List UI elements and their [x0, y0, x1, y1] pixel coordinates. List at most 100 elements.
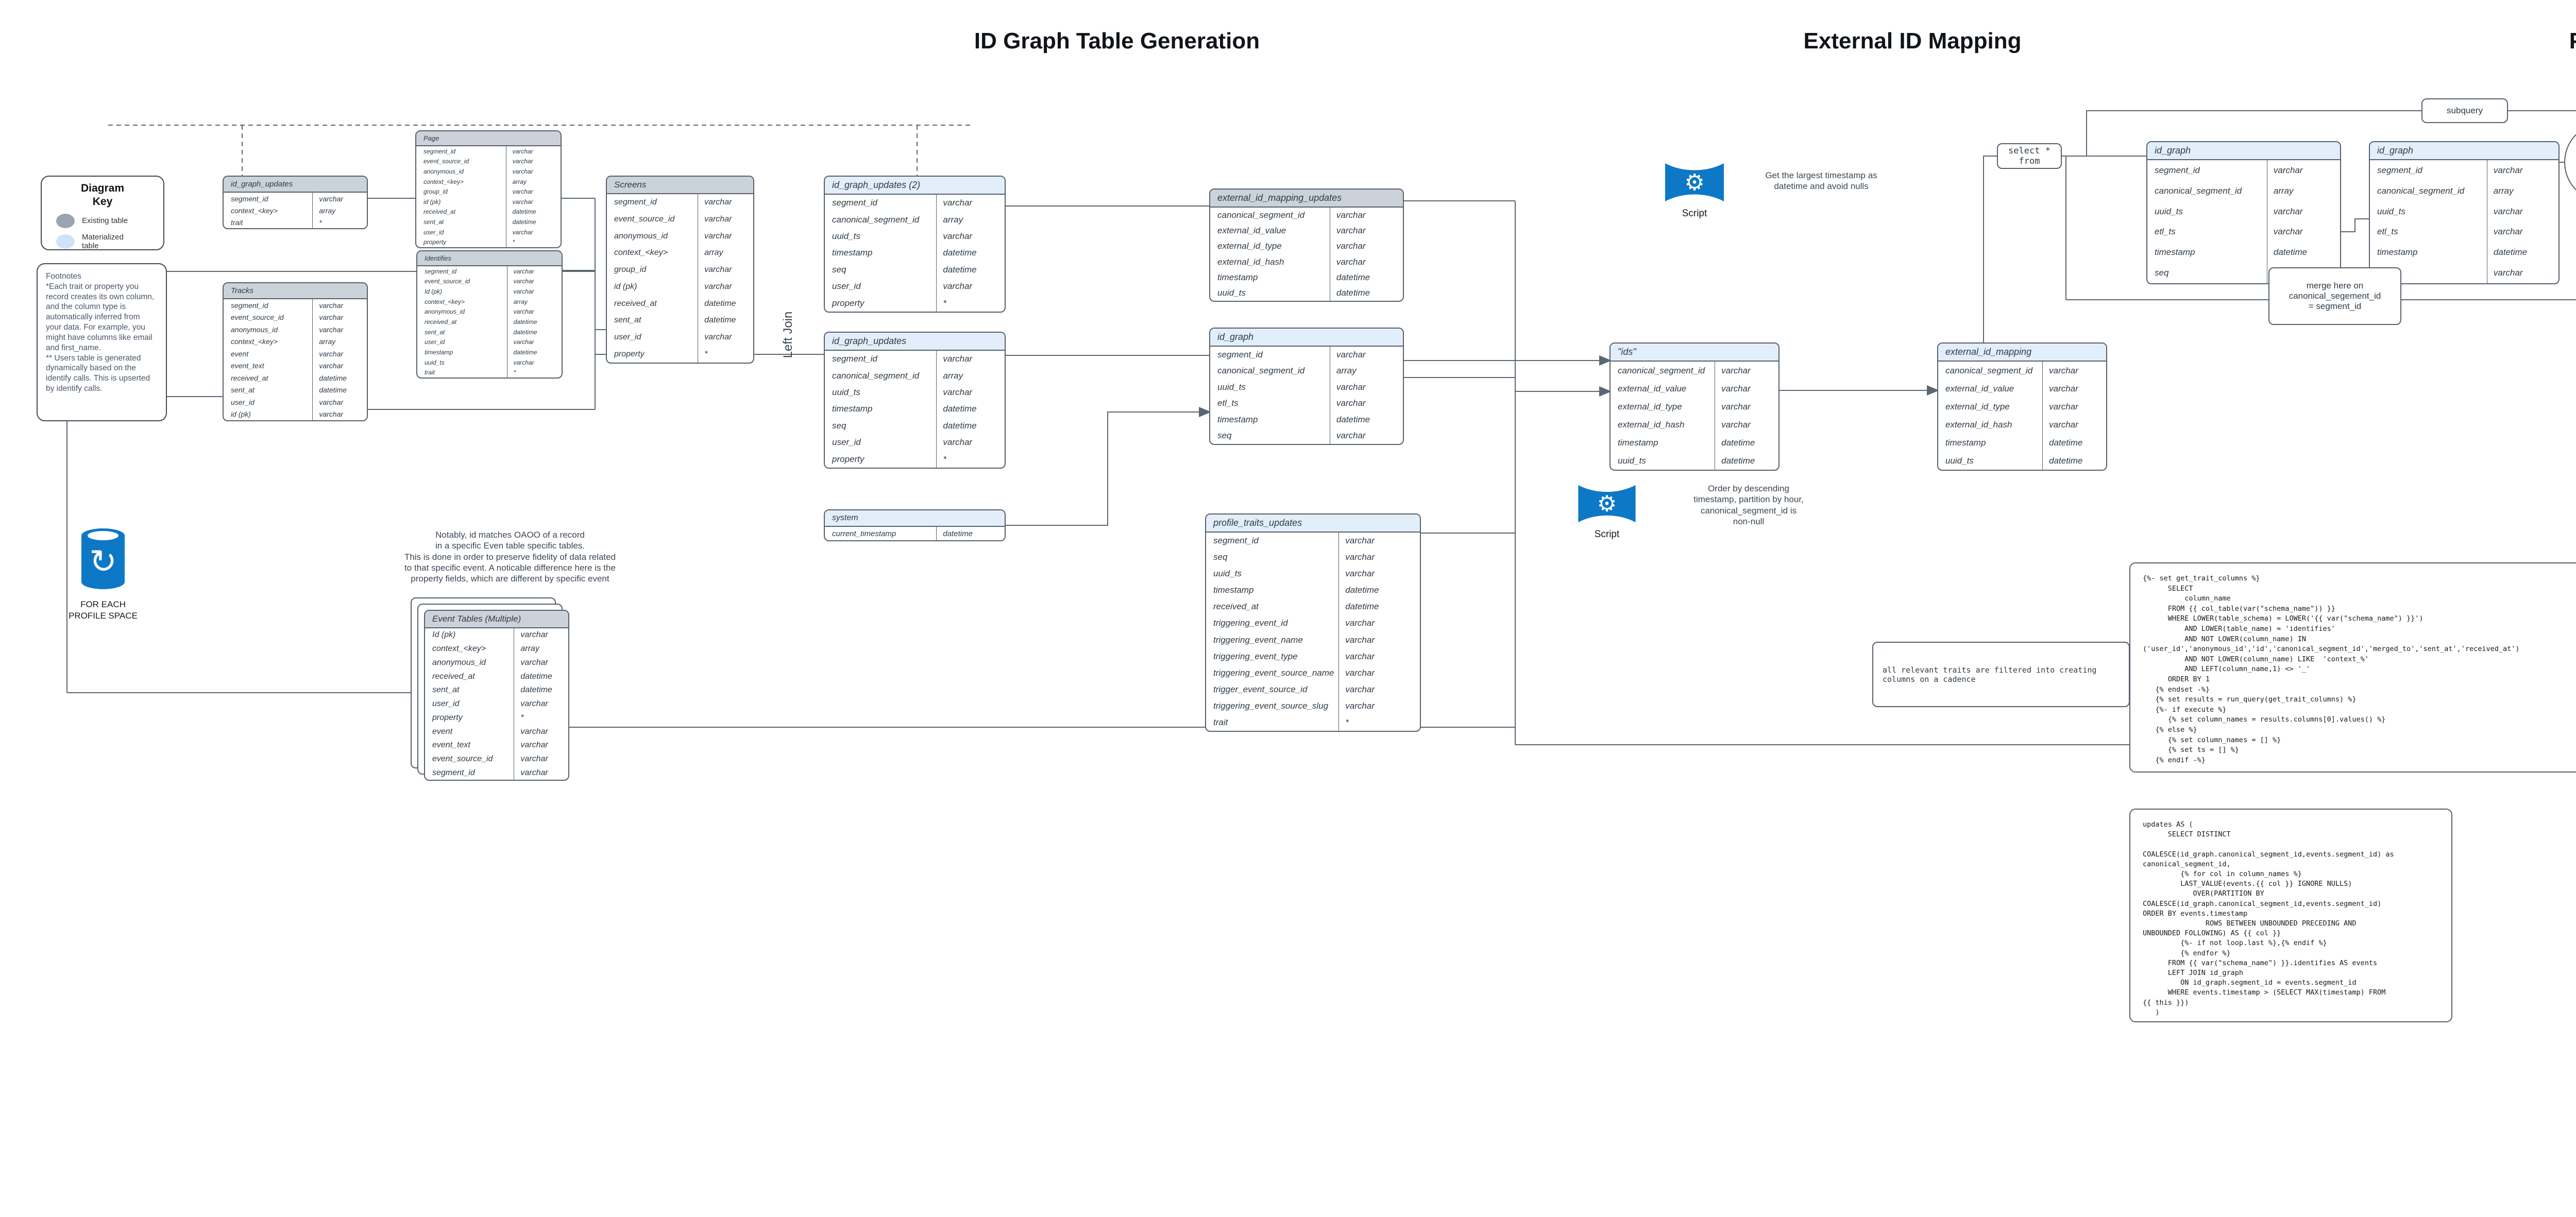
field-name: trait	[425, 369, 435, 376]
field-row: context_<key>array	[224, 204, 367, 216]
field-type: varchar	[514, 697, 568, 711]
field-row: property*	[825, 295, 1005, 312]
script-node-1[interactable]: ⚙Script	[1665, 161, 1724, 219]
field-type: array	[2486, 180, 2558, 201]
field-type: varchar	[2266, 160, 2340, 181]
diagram-key-panel[interactable]: Diagram Key Existing table Materialized …	[41, 176, 164, 250]
field-type: varchar	[2486, 263, 2558, 283]
field-name: anonymous_id	[231, 325, 278, 334]
table-title: external_id_mapping_updates	[1217, 193, 1342, 203]
field-name: property	[432, 713, 463, 722]
field-name: group_id	[423, 188, 448, 196]
label-subquery[interactable]: subquery	[2421, 98, 2508, 123]
code-text: updates AS ( SELECT DISTINCT COALESCE(id…	[2143, 820, 2394, 1017]
label-select_from[interactable]: select * from	[1997, 143, 2062, 169]
field-type: varchar	[506, 357, 562, 368]
field-type: varchar	[312, 299, 367, 312]
field-type: varchar	[1338, 533, 1420, 550]
field-type: datetime	[506, 327, 562, 337]
code-block-get_trait_columns[interactable]: {%- set get_trait_columns %} SELECT colu…	[2129, 562, 2576, 773]
field-type: varchar	[936, 278, 1005, 295]
field-name: canonical_segment_id	[2155, 185, 2242, 196]
label-left-join-vertical: Left Join	[781, 311, 795, 358]
field-type: varchar	[2042, 362, 2106, 380]
field-name: canonical_segment_id	[1217, 210, 1305, 220]
field-name: sent_at	[425, 328, 445, 336]
field-name: canonical_segment_id	[1217, 366, 1305, 376]
field-name: canonical_segment_id	[1618, 365, 1705, 375]
label-merge_note[interactable]: merge here on canonical_segement_id = se…	[2268, 267, 2401, 325]
field-row: Id (pk)varchar	[425, 628, 568, 642]
field-name: external_id_hash	[1217, 256, 1284, 267]
field-row: id (pk)varchar	[224, 408, 367, 420]
field-name: user_id	[423, 228, 444, 236]
field-name: uuid_ts	[1217, 382, 1246, 392]
field-type: datetime	[698, 295, 753, 312]
field-type: varchar	[1329, 223, 1403, 239]
field-type: varchar	[506, 266, 562, 277]
field-type: varchar	[1338, 697, 1420, 714]
field-type: datetime	[312, 372, 367, 384]
for-each-profile-space-node[interactable]: ↻ FOR EACH PROFILE SPACE	[62, 525, 144, 622]
field-name: event_source_id	[614, 215, 675, 224]
footnotes-panel[interactable]: Footnotes *Each trait or property you re…	[37, 263, 167, 421]
script-node-2[interactable]: ⚙Script	[1578, 483, 1636, 540]
field-name: uuid_ts	[2155, 206, 2183, 216]
field-name: event_source_id	[425, 278, 470, 285]
field-type: varchar	[505, 156, 561, 167]
field-name: timestamp	[2377, 247, 2418, 258]
field-name: segment_id	[423, 147, 456, 155]
field-name: context_<key>	[425, 298, 465, 305]
code-block-updates_cte[interactable]: updates AS ( SELECT DISTINCT COALESCE(id…	[2129, 809, 2452, 1022]
table-external_id_mapping_updates[interactable]: external_id_mapping_updates canonical_seg…	[1209, 188, 1404, 302]
field-type: varchar	[514, 766, 568, 780]
field-name: user_id	[231, 398, 255, 406]
field-name: uuid_ts	[425, 358, 445, 366]
field-row: trait*	[1206, 714, 1420, 731]
field-type: datetime	[1329, 412, 1403, 428]
field-name: event_text	[432, 741, 470, 750]
field-type: varchar	[2042, 398, 2106, 416]
field-name: sent_at	[614, 316, 641, 325]
field-type: varchar	[698, 278, 753, 296]
field-type: varchar	[1338, 664, 1420, 681]
label-traits_note[interactable]: all relevant traits are filtered into cr…	[1872, 642, 2130, 707]
field-type: datetime	[698, 312, 753, 329]
